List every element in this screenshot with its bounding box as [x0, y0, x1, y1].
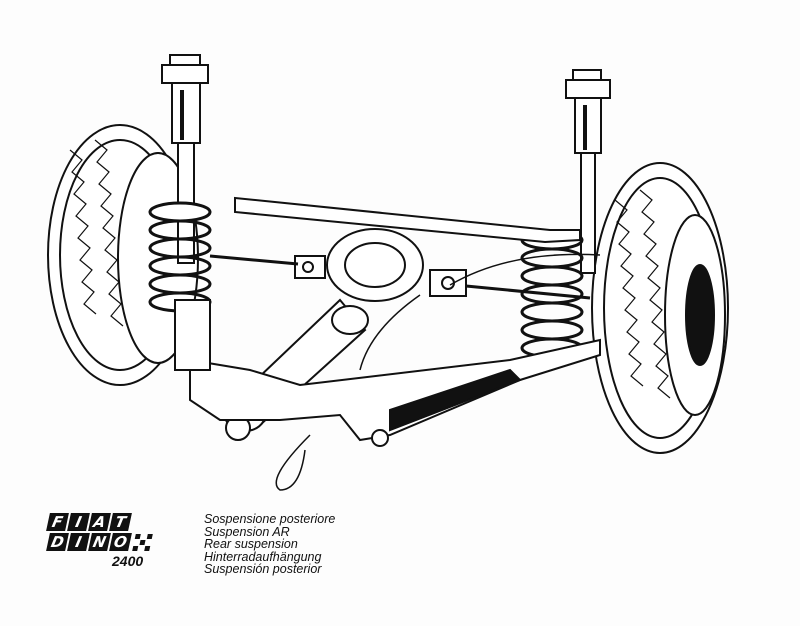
- logo-row-model-name: D I N O: [46, 533, 160, 551]
- upper-crossbar: [234, 196, 581, 244]
- lower-trailing-arm: [189, 338, 601, 442]
- rear-suspension-illustration: [47, 54, 729, 491]
- checkered-flag-icon: [132, 533, 153, 551]
- caption-line-spanish: Suspensión posterior: [204, 562, 322, 577]
- caption-line-italian: Sospensione posteriore: [204, 512, 336, 526]
- logo-letter: A: [88, 513, 111, 531]
- fiat-dino-logo: F I A T D I N O 2400: [46, 513, 160, 573]
- right-shock-absorber: [565, 69, 611, 274]
- caption-line-french: Suspension AR: [204, 524, 290, 539]
- right-wheel: [591, 162, 729, 454]
- logo-letter: I: [67, 513, 90, 531]
- logo-model-number: 2400: [112, 553, 144, 569]
- logo-letter: I: [67, 533, 90, 551]
- right-half-shaft: [465, 284, 591, 300]
- left-hub-carrier: [174, 299, 211, 371]
- left-coil-spring: [148, 201, 212, 313]
- caption-line-english: Rear suspension: [204, 537, 298, 552]
- caption-line-german: Hinterradaufhängung: [204, 549, 322, 564]
- logo-letter: D: [46, 533, 69, 551]
- logo-letter: N: [88, 533, 111, 551]
- left-half-shaft: [209, 254, 299, 266]
- logo-letter: O: [109, 533, 132, 551]
- brake-cable: [275, 253, 601, 491]
- logo-letter: T: [109, 513, 132, 531]
- logo-letter: F: [46, 513, 69, 531]
- left-shock-absorber: [161, 54, 209, 264]
- differential: [294, 228, 467, 302]
- caption: Sospensione posteriore Suspension AR Rea…: [204, 513, 335, 576]
- logo-row-brand: F I A T: [46, 513, 160, 531]
